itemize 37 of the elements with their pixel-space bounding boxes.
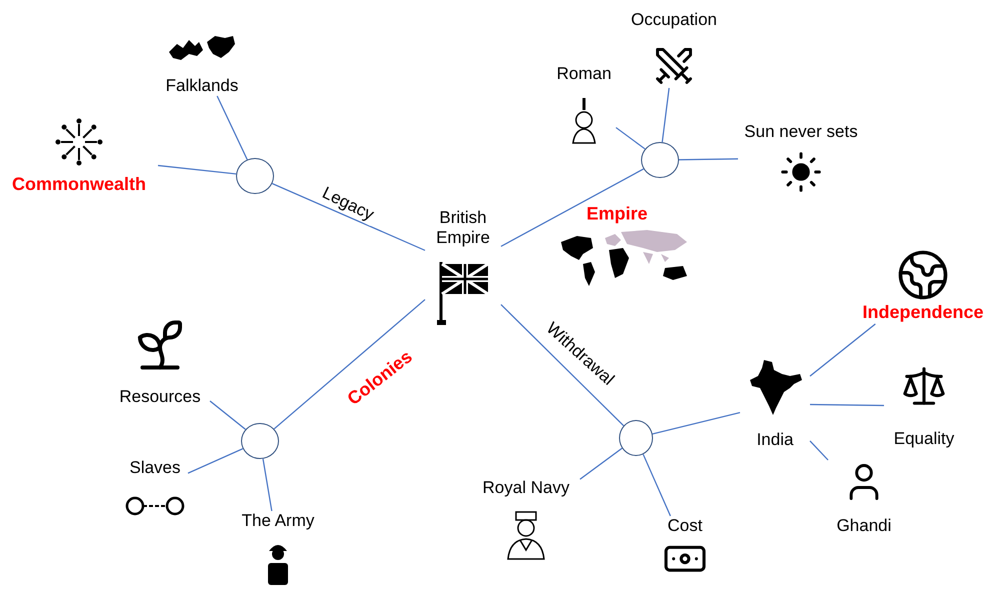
connector-line	[262, 458, 272, 512]
connector-line	[210, 400, 246, 430]
connector-line	[810, 324, 876, 377]
hub-circle	[619, 420, 653, 456]
connector-line	[272, 183, 426, 251]
node-label: India	[756, 430, 794, 450]
connector-line	[662, 88, 670, 142]
connector-line	[216, 96, 248, 160]
connector-line	[580, 448, 622, 480]
hub-circle	[641, 142, 679, 178]
connector-line	[679, 158, 738, 160]
node-label: Equality	[894, 428, 954, 449]
hub-circle	[236, 158, 274, 194]
connector-line	[274, 299, 426, 430]
node-label: Sun never sets	[744, 122, 858, 142]
node-label: Falklands	[166, 76, 238, 96]
connector-line	[616, 127, 646, 150]
node-label: British Empire	[435, 208, 491, 249]
connector-line	[652, 412, 740, 435]
node-label: Commonwealth	[12, 174, 146, 196]
hub-circle	[241, 423, 279, 459]
connector-line	[642, 454, 671, 516]
connector-line	[158, 164, 236, 175]
node-label: Slaves	[129, 458, 181, 478]
connector-line	[500, 304, 624, 426]
node-label: Independence	[862, 302, 984, 324]
node-label: Cost	[668, 516, 702, 536]
node-label: Occupation	[631, 10, 717, 30]
node-label: Ghandi	[836, 516, 892, 536]
connector-line	[810, 440, 828, 460]
node-label: Roman	[556, 64, 612, 84]
connector-line	[810, 404, 884, 406]
node-label: Resources	[119, 386, 201, 407]
connector-line	[188, 448, 244, 474]
node-label: The Army	[242, 511, 314, 532]
connector-line	[500, 168, 644, 247]
node-label: Royal Navy	[482, 478, 570, 498]
